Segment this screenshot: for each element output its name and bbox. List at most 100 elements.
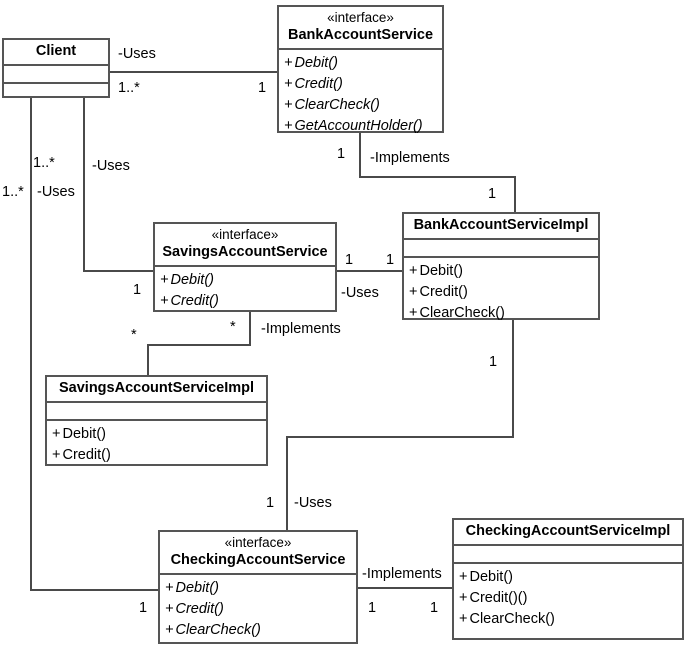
operation-signature: Debit() bbox=[175, 580, 219, 596]
class-name-savingsaccountserviceimpl: SavingsAccountServiceImpl bbox=[58, 380, 254, 396]
visibility-marker: + bbox=[284, 118, 293, 134]
operation-signature: ClearCheck() bbox=[175, 622, 261, 638]
visibility-marker: + bbox=[284, 76, 293, 92]
operation-row: +Credit() bbox=[52, 445, 261, 466]
class-operations-savingsaccountservice: +Debit() +Credit() bbox=[155, 265, 335, 316]
operation-row: +ClearCheck() bbox=[409, 303, 593, 324]
edge-multiplicity-client-savings-target: 1 bbox=[133, 282, 142, 298]
edge-multiplicity-client-savings-source: 1..* bbox=[33, 155, 55, 171]
visibility-marker: + bbox=[165, 580, 174, 596]
class-header-savingsaccountserviceimpl: SavingsAccountServiceImpl bbox=[47, 377, 266, 401]
class-name-savingsaccountservice: SavingsAccountService bbox=[162, 244, 328, 260]
class-box-checkingaccountserviceimpl[interactable]: CheckingAccountServiceImpl +Debit() +Cre… bbox=[452, 518, 684, 640]
edge-multiplicity-checking-impl-source: 1 bbox=[368, 600, 377, 616]
visibility-marker: + bbox=[409, 263, 418, 279]
class-header-bankaccountserviceimpl: BankAccountServiceImpl bbox=[404, 214, 598, 238]
operation-signature: Debit() bbox=[419, 263, 463, 279]
class-name-bankaccountserviceimpl: BankAccountServiceImpl bbox=[413, 217, 589, 233]
operation-row: +Credit()() bbox=[459, 588, 677, 609]
operation-row: +Credit() bbox=[165, 599, 351, 620]
edge-bankimpl-uses-checkingaccountservice bbox=[286, 320, 514, 530]
class-header-savingsaccountservice: «interface» SavingsAccountService bbox=[155, 224, 335, 265]
operation-row: +ClearCheck() bbox=[284, 95, 437, 116]
edge-multiplicity-savings-impl-target: * bbox=[131, 327, 137, 343]
operation-signature: Debit() bbox=[62, 426, 106, 442]
class-attributes-client bbox=[4, 64, 108, 82]
operation-row: +Debit() bbox=[160, 270, 330, 291]
class-header-checkingaccountservice: «interface» CheckingAccountService bbox=[160, 532, 356, 573]
class-header-client: Client bbox=[4, 40, 108, 64]
class-box-savingsaccountserviceimpl[interactable]: SavingsAccountServiceImpl +Debit() +Cred… bbox=[45, 375, 268, 466]
operation-row: +Debit() bbox=[52, 424, 261, 445]
class-box-client[interactable]: Client bbox=[2, 38, 110, 98]
visibility-marker: + bbox=[160, 293, 169, 309]
operation-row: +ClearCheck() bbox=[459, 609, 677, 630]
edge-multiplicity-client-bank-source: 1..* bbox=[118, 80, 140, 96]
class-operations-bankaccountservice: +Debit() +Credit() +ClearCheck() +GetAcc… bbox=[279, 48, 442, 141]
class-operations-savingsaccountserviceimpl: +Debit() +Credit() bbox=[47, 419, 266, 470]
class-box-savingsaccountservice[interactable]: «interface» SavingsAccountService +Debit… bbox=[153, 222, 337, 312]
operation-signature: Debit() bbox=[469, 569, 513, 585]
operation-signature: ClearCheck() bbox=[419, 305, 505, 321]
operation-signature: GetAccountHolder() bbox=[294, 118, 423, 134]
edge-label-implements-checking: -Implements bbox=[362, 566, 442, 582]
class-box-bankaccountserviceimpl[interactable]: BankAccountServiceImpl +Debit() +Credit(… bbox=[402, 212, 600, 321]
edge-multiplicity-client-checking-target: 1 bbox=[139, 600, 148, 616]
operation-row: +Credit() bbox=[409, 282, 593, 303]
visibility-marker: + bbox=[165, 601, 174, 617]
edge-savings-implements-savingsimpl bbox=[147, 312, 251, 375]
operation-row: +GetAccountHolder() bbox=[284, 116, 437, 137]
edge-client-uses-checkingaccountservice bbox=[30, 98, 158, 591]
class-box-bankaccountservice[interactable]: «interface» BankAccountService +Debit() … bbox=[277, 5, 444, 134]
edge-multiplicity-bank-impl-source: 1 bbox=[337, 146, 346, 162]
edge-label-uses-client-bank: -Uses bbox=[118, 46, 156, 62]
operation-row: +Debit() bbox=[284, 53, 437, 74]
visibility-marker: + bbox=[52, 426, 61, 442]
class-attributes-bankaccountserviceimpl bbox=[404, 238, 598, 256]
operation-signature: Credit() bbox=[294, 76, 343, 92]
edge-label-uses-client-checking: -Uses bbox=[37, 184, 75, 200]
class-operations-checkingaccountservice: +Debit() +Credit() +ClearCheck() bbox=[160, 573, 356, 645]
visibility-marker: + bbox=[459, 611, 468, 627]
edge-label-uses-savings-bankimpl: -Uses bbox=[341, 285, 379, 301]
edge-label-implements-bank: -Implements bbox=[370, 150, 450, 166]
edge-multiplicity-savings-impl-source: * bbox=[230, 319, 236, 335]
operation-row: +Debit() bbox=[165, 578, 351, 599]
operation-signature: Credit() bbox=[419, 284, 468, 300]
operation-signature: Credit() bbox=[170, 293, 219, 309]
stereotype-interface-bankaccountservice: «interface» bbox=[327, 10, 394, 25]
stereotype-interface-checkingaccountservice: «interface» bbox=[224, 535, 292, 550]
edge-multiplicity-checking-impl-target: 1 bbox=[430, 600, 439, 616]
edge-multiplicity-savings-bankimpl-source: 1 bbox=[345, 252, 354, 268]
class-name-checkingaccountserviceimpl: CheckingAccountServiceImpl bbox=[465, 523, 671, 539]
class-box-checkingaccountservice[interactable]: «interface» CheckingAccountService +Debi… bbox=[158, 530, 358, 644]
class-name-client: Client bbox=[35, 43, 77, 59]
operation-signature: Credit()() bbox=[469, 590, 528, 606]
class-operations-bankaccountserviceimpl: +Debit() +Credit() +ClearCheck() bbox=[404, 256, 598, 328]
operation-signature: Debit() bbox=[170, 272, 214, 288]
operation-signature: Credit() bbox=[175, 601, 224, 617]
class-operations-client bbox=[4, 82, 108, 100]
operation-row: +Credit() bbox=[284, 74, 437, 95]
class-name-checkingaccountservice: CheckingAccountService bbox=[170, 552, 346, 568]
operation-signature: Credit() bbox=[62, 447, 111, 463]
edge-label-uses-bankimpl-checking: -Uses bbox=[294, 495, 332, 511]
visibility-marker: + bbox=[284, 97, 293, 113]
edge-label-implements-savings: -Implements bbox=[261, 321, 341, 337]
class-attributes-savingsaccountserviceimpl bbox=[47, 401, 266, 419]
visibility-marker: + bbox=[52, 447, 61, 463]
operation-row: +Debit() bbox=[459, 567, 677, 588]
class-header-bankaccountservice: «interface» BankAccountService bbox=[279, 7, 442, 48]
visibility-marker: + bbox=[409, 305, 418, 321]
edge-multiplicity-bankimpl-checking-target: 1 bbox=[266, 495, 275, 511]
operation-row: +ClearCheck() bbox=[165, 620, 351, 641]
edge-multiplicity-savings-bankimpl-target: 1 bbox=[386, 252, 395, 268]
visibility-marker: + bbox=[160, 272, 169, 288]
operation-row: +Credit() bbox=[160, 291, 330, 312]
visibility-marker: + bbox=[459, 569, 468, 585]
edge-multiplicity-client-checking-source: 1..* bbox=[2, 184, 24, 200]
class-name-bankaccountservice: BankAccountService bbox=[287, 27, 434, 43]
edge-label-uses-client-savings: -Uses bbox=[92, 158, 130, 174]
